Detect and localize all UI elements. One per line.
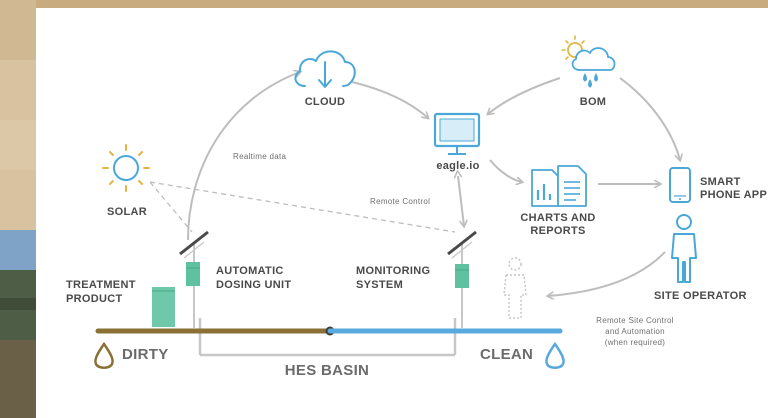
arrow-cloud-eagle: [351, 81, 428, 118]
solar-label: SOLAR: [107, 206, 147, 218]
arrow-remote-control: [458, 176, 464, 226]
cloud-label: CLOUD: [304, 96, 346, 108]
site-operator-label: SITE OPERATOR: [654, 290, 747, 302]
eagle-io-label: eagle.io: [436, 160, 480, 172]
smartphone-icon: [669, 167, 691, 203]
monitor-icon: [433, 112, 481, 155]
basin-walls: [198, 318, 457, 357]
monitoring-system-pole: [447, 230, 477, 328]
arrow-eagle-charts: [489, 159, 522, 182]
arrow-remote-site: [548, 251, 666, 296]
sun-icon: [102, 144, 150, 192]
remote-site-control-label: Remote Site Control and Automation (when…: [596, 316, 674, 347]
dosing-unit-pole: [179, 230, 209, 328]
smart-phone-app-label: SMART PHONE APP: [700, 176, 768, 201]
clean-droplet-icon: [545, 341, 565, 369]
realtime-data-label: Realtime data: [233, 152, 287, 161]
treatment-container: [152, 287, 175, 327]
arrow-bom-phone: [619, 77, 680, 160]
weather-icon: [561, 35, 616, 88]
dirty-droplet-icon: [94, 341, 114, 369]
dirty-label: DIRTY: [122, 346, 169, 363]
hes-basin-label: HES BASIN: [284, 362, 370, 379]
flow-arrows: [187, 72, 680, 296]
automatic-dosing-unit-label: AUTOMATIC DOSING UNIT: [216, 265, 292, 291]
person-icon: [671, 214, 697, 283]
charts-and-reports-label: CHARTS AND REPORTS: [520, 212, 596, 237]
arrow-realtime-data: [187, 72, 300, 241]
bom-label: BOM: [579, 96, 607, 108]
cloud-download-icon: [294, 50, 356, 88]
arrow-bom-eagle: [488, 77, 561, 114]
monitoring-system-label: MONITORING SYSTEM: [356, 265, 431, 291]
ghost-person-icon: [503, 257, 527, 319]
top-border: [36, 0, 768, 8]
remote-control-label: Remote Control: [370, 197, 431, 206]
treatment-product-label: TREATMENT PRODUCT: [66, 279, 136, 305]
background-photo-strip: [0, 0, 36, 418]
solar-dashed-lines: [149, 181, 456, 233]
chart-document-icon: [531, 165, 587, 207]
clean-label: CLEAN: [480, 346, 534, 363]
